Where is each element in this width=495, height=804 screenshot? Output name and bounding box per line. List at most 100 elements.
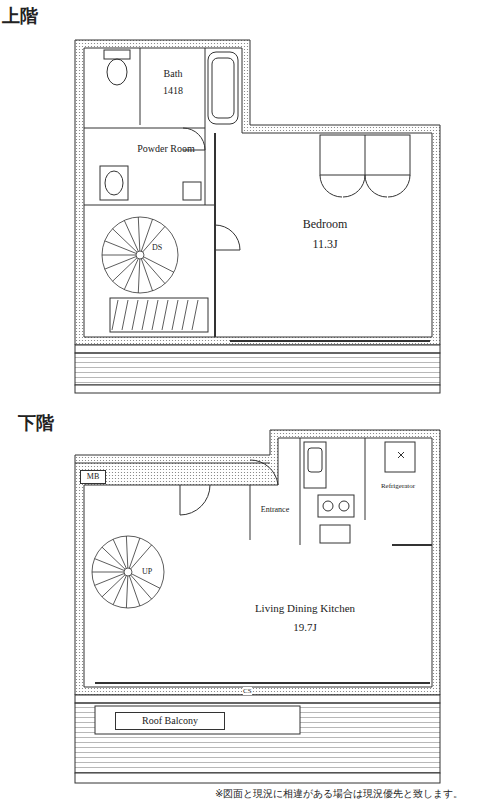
stair-tread	[192, 300, 198, 330]
stair-tread	[131, 545, 152, 569]
balcony-rail	[75, 385, 440, 393]
bathtub-inner	[212, 58, 234, 118]
stair-tread	[141, 219, 152, 251]
washer	[183, 182, 201, 200]
stair-tread	[152, 300, 158, 330]
fridge-mark	[398, 452, 404, 458]
stair-tread	[138, 217, 140, 251]
inner-wall	[84, 48, 432, 337]
room-label-box: Bedroom 11.3J	[245, 200, 405, 270]
toilet-bowl	[107, 59, 127, 85]
room-size: 11.3J	[312, 238, 337, 252]
door-swing	[180, 485, 210, 515]
stair-tread	[113, 539, 126, 568]
bath-room: Bath 1418	[143, 62, 203, 102]
fridge-space	[385, 442, 415, 472]
fridge-space: Refrigerator	[366, 478, 430, 494]
partition	[365, 438, 366, 520]
bedroom: Bedroom 11.3J	[245, 200, 405, 270]
room-label-box: Refrigerator	[366, 478, 430, 494]
spiral-stair	[102, 217, 178, 293]
burner	[339, 501, 349, 511]
stair-tread	[102, 255, 136, 256]
mb-box: MB	[80, 470, 106, 484]
window	[95, 682, 430, 684]
stair-tread	[112, 300, 118, 330]
stair-tread	[162, 300, 168, 330]
stair-tread	[126, 536, 127, 568]
stair-post	[124, 568, 132, 576]
room-size: 19.7J	[293, 621, 317, 634]
balcony-planter	[95, 706, 300, 734]
stair-tread	[129, 576, 140, 606]
partition	[214, 133, 216, 337]
closet-divider	[365, 135, 366, 175]
kitchen-sink	[308, 448, 322, 472]
powder-room: Powder Room	[130, 135, 202, 163]
stair-tread	[132, 300, 138, 330]
door-swing	[250, 460, 278, 485]
toilet-tank	[104, 50, 130, 59]
stair-tread	[143, 226, 165, 252]
closet	[320, 135, 410, 175]
door-label: CS	[243, 687, 252, 695]
ldk-room: Living Dining Kitchen19.7J	[195, 595, 415, 640]
partition	[84, 205, 215, 206]
balcony-floor	[75, 703, 440, 773]
room-label-box: Living Dining Kitchen19.7J	[195, 595, 415, 640]
closet-doors	[320, 175, 410, 197]
disclaimer-note: ※図面と現況に相違がある場合は現況優先と致します。	[215, 787, 463, 801]
floor-heading: 下階	[18, 413, 54, 434]
room-label-box: MB	[81, 471, 105, 483]
room-name: Bath	[164, 68, 183, 80]
stair-label: DS	[152, 243, 162, 252]
stair-label: UP	[142, 567, 152, 576]
roof-balcony: Roof Balcony	[115, 712, 225, 730]
entrance-room: Entrance	[252, 500, 298, 520]
stair-tread	[124, 220, 138, 251]
stair-tread	[105, 256, 137, 269]
inner-wall	[84, 438, 432, 687]
stair-tread	[138, 259, 140, 293]
floor-heading: 上階	[2, 6, 38, 27]
stair-post	[136, 251, 144, 259]
stair-tread	[182, 300, 188, 330]
bathtub	[208, 52, 238, 124]
stair-tread	[122, 300, 128, 330]
wall-line	[75, 463, 270, 464]
window	[230, 340, 430, 342]
room-label-box: Roof Balcony	[116, 713, 224, 729]
lower-floor: 下階MBEntranceRefrigeratorLiving Dining Ki…	[75, 455, 440, 785]
balcony-edge	[75, 695, 440, 703]
stair-tread	[143, 258, 165, 284]
room-name: Bedroom	[303, 218, 348, 232]
stair-tread	[142, 300, 148, 330]
stair-tread	[129, 538, 140, 568]
stair-tread	[92, 572, 124, 573]
room-name: Roof Balcony	[142, 715, 198, 727]
kitchen-counter	[304, 442, 326, 488]
cooktop	[318, 495, 354, 517]
burner	[323, 501, 333, 511]
room-size: 1418	[163, 85, 183, 97]
partition	[250, 485, 251, 540]
stair-tread	[172, 300, 178, 330]
outer-wall	[75, 430, 440, 695]
balcony-edge	[75, 345, 440, 353]
partition	[300, 438, 301, 545]
room-name: MB	[87, 472, 99, 481]
balcony-rail	[75, 773, 440, 783]
stair-tread	[141, 259, 152, 291]
spiral-stair	[92, 536, 164, 608]
vanity	[100, 166, 128, 200]
upper-floor: 上階Bath1418Powder RoomBedroom11.3J	[75, 40, 440, 400]
room-label-box: Bath 1418	[143, 62, 203, 102]
door-swing	[215, 225, 240, 250]
room-name: Entrance	[261, 505, 289, 514]
stair-tread	[131, 575, 152, 599]
room-label-box: Entrance	[252, 500, 298, 520]
stair-tread	[95, 573, 125, 585]
sink	[105, 171, 123, 195]
